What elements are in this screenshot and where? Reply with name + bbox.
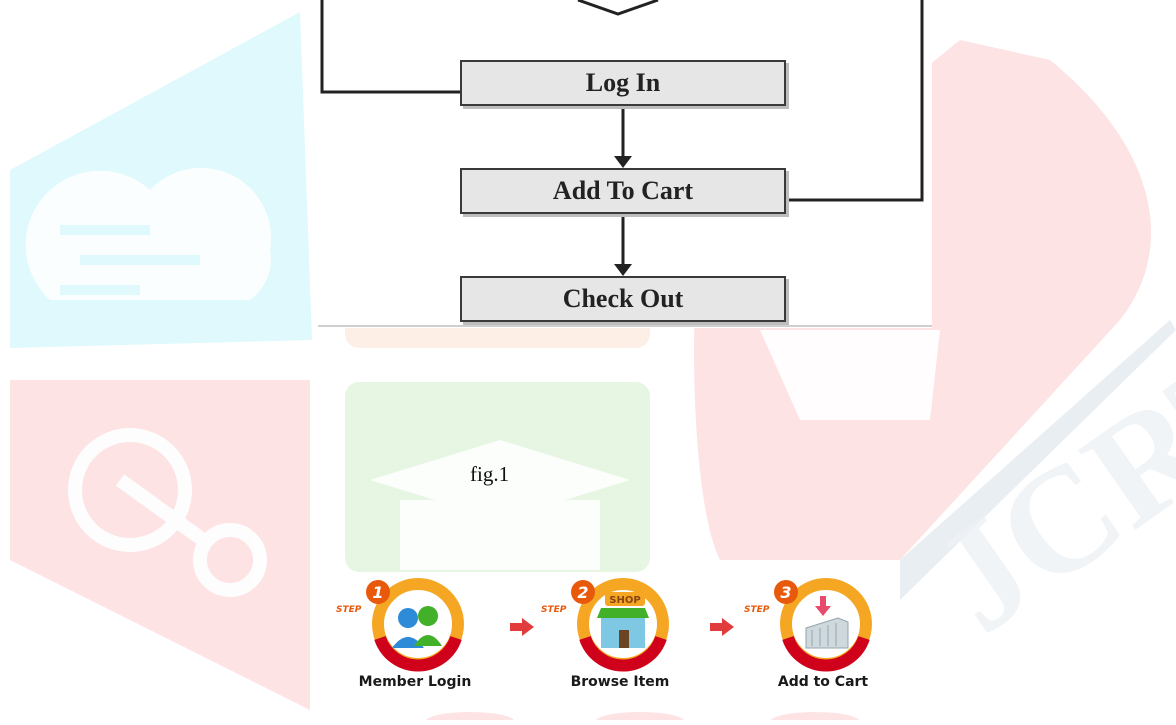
- arrow-right-icon: [510, 618, 534, 636]
- users-icon: 1 STEP: [336, 578, 464, 672]
- step-2-label: Browse Item: [570, 674, 670, 690]
- step-1-label: Member Login: [358, 674, 472, 690]
- svg-text:3: 3: [780, 583, 791, 602]
- svg-text:STEP: STEP: [336, 605, 362, 615]
- svg-text:1: 1: [372, 583, 383, 602]
- graduation-cap-icon: [370, 440, 630, 570]
- flowchart: Log In Add To Cart Check Out: [318, 0, 932, 328]
- figure-caption: fig.1: [470, 462, 510, 486]
- svg-text:STEP: STEP: [541, 605, 567, 615]
- gear-icon: [68, 428, 267, 597]
- svg-text:SHOP: SHOP: [609, 595, 640, 606]
- flow-box-check-out: Check Out: [460, 276, 786, 322]
- svg-text:STEP: STEP: [744, 605, 770, 615]
- cart-building-icon: 3 STEP: [744, 578, 872, 672]
- step-3: 3 STEP Add to Cart: [738, 578, 908, 698]
- flow-box-add-to-cart: Add To Cart: [460, 168, 786, 214]
- flow-box-login: Log In: [460, 60, 786, 106]
- steps-graphic: 1 STEP Member Login SHOP 2 STEP Browse I…: [330, 578, 910, 698]
- arrow-right-icon: [710, 618, 734, 636]
- step-2: SHOP 2 STEP Browse Item: [535, 578, 705, 698]
- flowchart-connectors: [318, 0, 932, 327]
- svg-text:2: 2: [577, 583, 588, 602]
- step-3-label: Add to Cart: [777, 674, 869, 690]
- step-1: 1 STEP Member Login: [330, 578, 500, 698]
- shop-icon: SHOP 2 STEP: [541, 578, 669, 672]
